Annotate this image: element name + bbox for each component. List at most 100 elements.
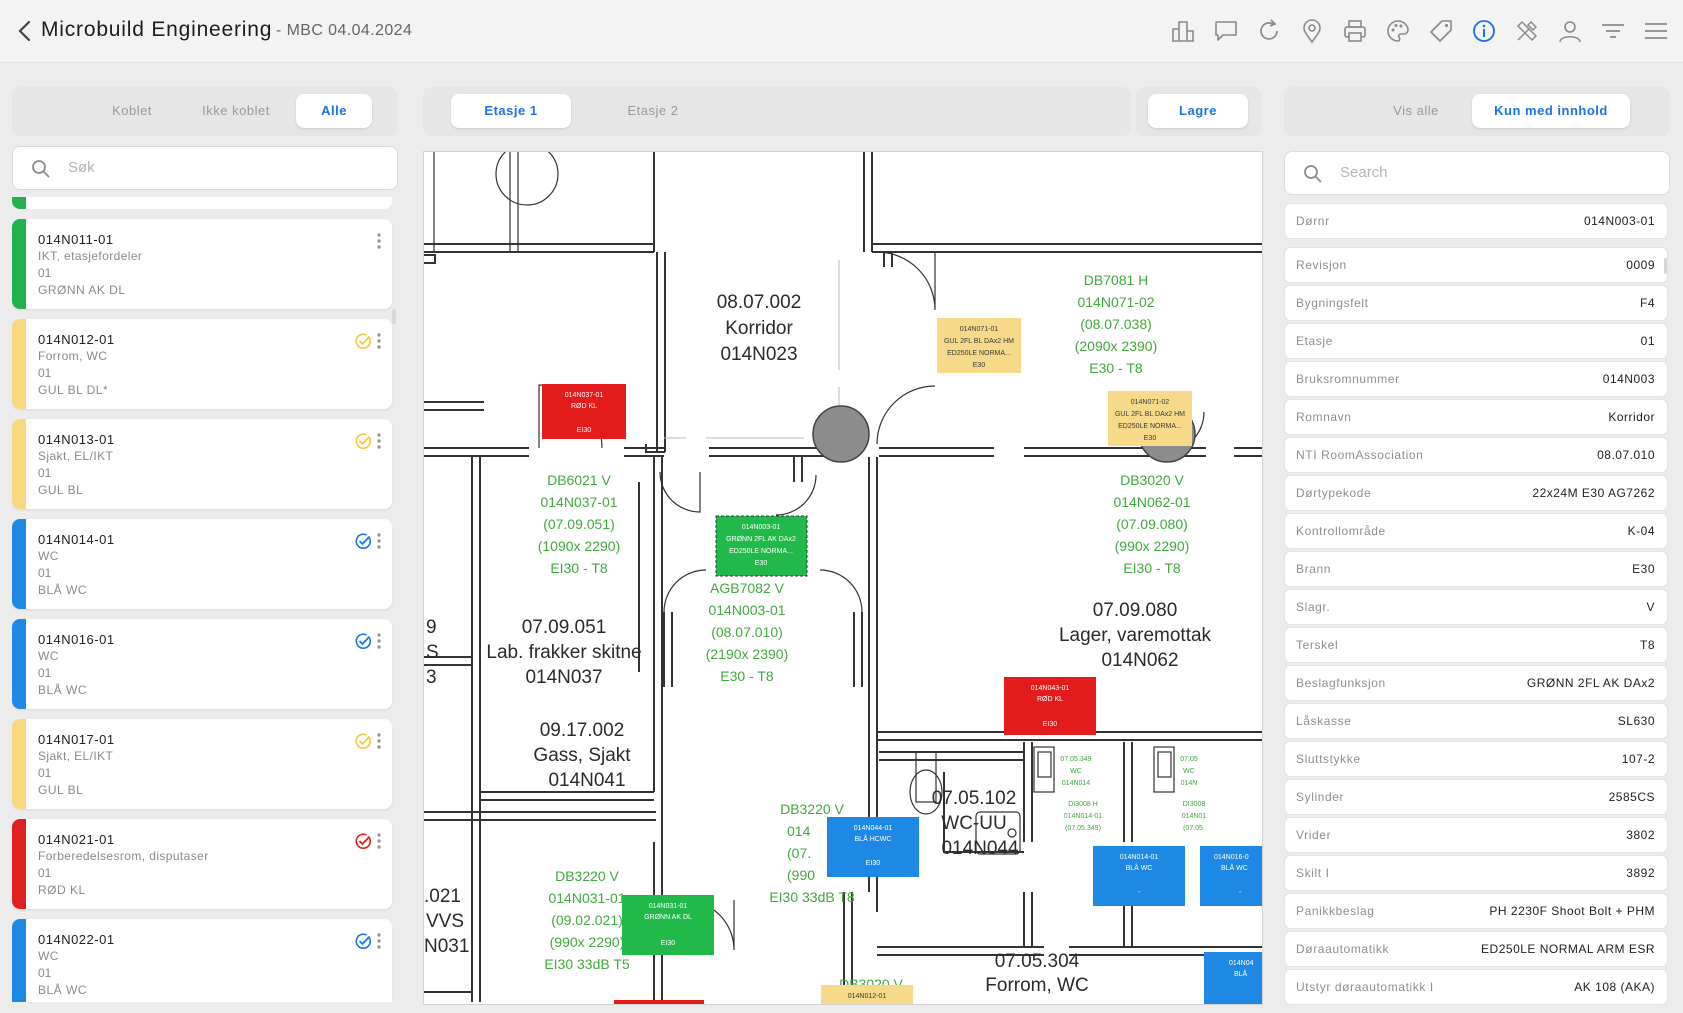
property-value: AK 108 (AKA) <box>1574 980 1655 994</box>
wc-small-6: (07.05.349) <box>1065 825 1101 832</box>
wc-small-3: 014N014 <box>1062 780 1091 787</box>
floor-plan-canvas[interactable]: 08.07.002 Korridor 014N023 07.09.051 Lab… <box>423 151 1263 1005</box>
svg-text:EI30: EI30 <box>577 427 592 434</box>
door-tag-014N044-01[interactable]: 014N044-01 BLÅ HCWC EI30 <box>827 817 919 877</box>
property-row: Sluttstykke 107-2 <box>1284 741 1668 777</box>
palette-icon[interactable] <box>1381 14 1415 48</box>
property-value: 22x24M E30 AG7262 <box>1532 486 1655 500</box>
door-tag-edge-blue[interactable]: 014N04 BLÅ <box>1204 952 1262 1004</box>
check-circle-icon[interactable] <box>354 632 372 650</box>
floor-plan-drawing: 08.07.002 Korridor 014N023 07.09.051 Lab… <box>424 152 1262 1004</box>
more-options-icon[interactable] <box>377 632 381 650</box>
tools-icon[interactable] <box>1510 14 1544 48</box>
check-circle-icon[interactable] <box>354 332 372 350</box>
door-tag-014N012-01[interactable]: 014N012-01 <box>821 985 913 1004</box>
door-label-2-l2: 014N037-01 <box>540 494 617 510</box>
door-tag-014N071-02[interactable]: 014N071-02 GUL 2FL BL DAx2 HM ED250LE NO… <box>1108 391 1192 446</box>
edge-text-1: 9 <box>426 617 437 638</box>
door-label-5-l2: 014N031-01 <box>548 890 625 906</box>
room-num-1: 08.07.002 <box>717 292 802 313</box>
list-item-partial[interactable] <box>12 197 392 209</box>
door-tag-014N003-01[interactable]: 014N003-01 GRØNN 2FL AK DAx2 ED250LE NOR… <box>715 515 808 577</box>
door-tag-014N016-01[interactable]: 014N016-0 BLÅ WC - <box>1200 846 1262 906</box>
door-id: 014N021-01 <box>38 832 115 847</box>
list-scrollbar[interactable] <box>392 309 396 324</box>
more-options-icon[interactable] <box>377 432 381 450</box>
svg-text:BLÅ WC: BLÅ WC <box>1221 863 1248 872</box>
door-label-4-l1: AGB7082 V <box>710 580 785 596</box>
edge-text-3: 3 <box>426 667 437 688</box>
tab-kun-med-innhold[interactable]: Kun med innhold <box>1472 94 1630 128</box>
tab-etasje-1[interactable]: Etasje 1 <box>451 94 571 128</box>
info-icon[interactable] <box>1467 14 1501 48</box>
back-button[interactable] <box>14 18 38 44</box>
door-tag-014N037-01[interactable]: 014N037-01 RØD KL EI30 <box>542 384 626 439</box>
svg-text:BLÅ HCWC: BLÅ HCWC <box>855 834 892 843</box>
room-name-2: Lab. frakker skitne <box>486 642 641 663</box>
more-options-icon[interactable] <box>377 832 381 850</box>
tab-etasje-2[interactable]: Etasje 2 <box>627 103 679 118</box>
more-options-icon[interactable] <box>377 932 381 950</box>
tab-ikke-koblet[interactable]: Ikke koblet <box>202 103 270 118</box>
more-options-icon[interactable] <box>377 732 381 750</box>
property-key: Brann <box>1296 562 1332 576</box>
property-scrollbar[interactable] <box>1664 258 1667 274</box>
tab-vis-alle[interactable]: Vis alle <box>1393 103 1439 118</box>
check-circle-icon[interactable] <box>354 832 372 850</box>
door-label-2-l5: EI30 - T8 <box>550 560 608 576</box>
door-label-2-l1: DB6021 V <box>547 472 611 488</box>
comment-icon[interactable] <box>1209 14 1243 48</box>
room-021-id: N031 <box>424 936 469 957</box>
door-floor: 01 <box>38 866 52 880</box>
tag-icon[interactable] <box>1424 14 1458 48</box>
room-021-num: .021 <box>424 886 461 907</box>
door-tag-014N043-01[interactable]: 014N043-01 RØD KL EI30 <box>1004 677 1096 735</box>
check-circle-icon[interactable] <box>354 732 372 750</box>
filter-icon[interactable] <box>1596 14 1630 48</box>
svg-text:BLÅ: BLÅ <box>1234 969 1248 978</box>
building-icon[interactable] <box>1166 14 1200 48</box>
right-search-input[interactable]: Search <box>1284 151 1670 195</box>
door-tag-014N014-01[interactable]: 014N014-01 BLÅ WC - <box>1093 846 1185 906</box>
check-circle-icon[interactable] <box>354 432 372 450</box>
more-options-icon[interactable] <box>377 232 381 250</box>
room-id-4: 014N062 <box>1101 650 1178 671</box>
menu-icon[interactable] <box>1639 14 1673 48</box>
door-tag-red-bottom[interactable] <box>614 1000 704 1004</box>
check-circle-icon[interactable] <box>354 532 372 550</box>
property-key: Døraautomatikk <box>1296 942 1390 956</box>
user-icon[interactable] <box>1553 14 1587 48</box>
save-button[interactable]: Lagre <box>1148 94 1248 128</box>
property-value: K-04 <box>1627 524 1655 538</box>
tab-alle[interactable]: Alle <box>296 94 372 128</box>
property-value: 014N003 <box>1602 372 1655 386</box>
door-code: RØD KL <box>38 883 86 897</box>
property-value: 107-2 <box>1621 752 1655 766</box>
tab-koblet[interactable]: Koblet <box>112 103 152 118</box>
property-value: 2585CS <box>1608 790 1655 804</box>
check-circle-icon[interactable] <box>354 932 372 950</box>
room-num-6: 07.05.304 <box>995 951 1080 972</box>
location-icon[interactable] <box>1295 14 1329 48</box>
property-key: Sluttstykke <box>1296 752 1361 766</box>
left-search-input[interactable]: Søk <box>12 146 398 190</box>
door-tag-014N031-01[interactable]: 014N031-01 GRØNN AK DL EI30 <box>622 895 714 955</box>
more-options-icon[interactable] <box>377 332 381 350</box>
door-tag-014N071-01[interactable]: 014N071-01 GUL 2FL BL DAx2 HM ED250LE NO… <box>937 318 1021 373</box>
print-icon[interactable] <box>1338 14 1372 48</box>
more-options-icon[interactable] <box>377 532 381 550</box>
svg-text:E30: E30 <box>1144 435 1157 442</box>
refresh-icon[interactable] <box>1252 14 1286 48</box>
